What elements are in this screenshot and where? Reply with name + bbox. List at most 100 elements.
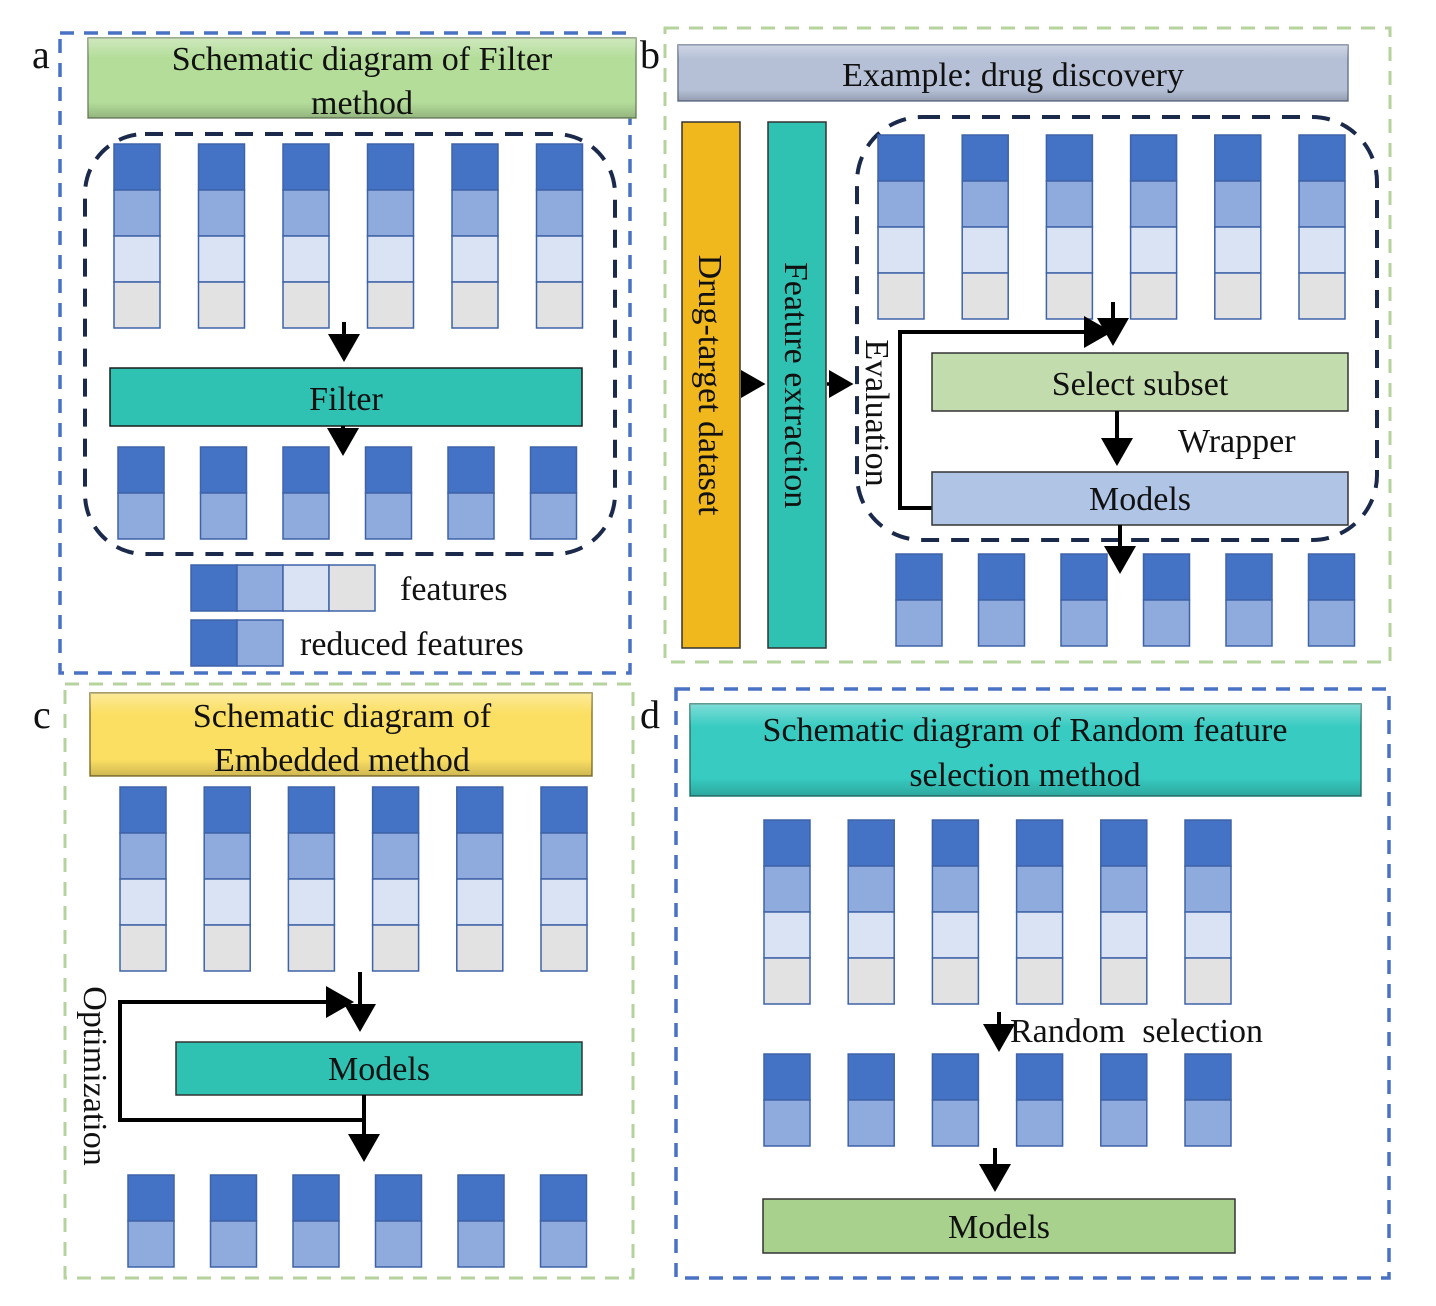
feature-cell-2 xyxy=(961,180,1009,228)
panel-b-reduced-columns xyxy=(895,553,1356,647)
feature-cell-1 xyxy=(1307,553,1356,601)
feature-cell-4 xyxy=(456,924,504,972)
legend-cell-2 xyxy=(236,619,284,667)
feature-cell-3 xyxy=(931,911,980,959)
feature-cell-4 xyxy=(1184,957,1232,1005)
wrapper-label: Wrapper xyxy=(1178,423,1296,460)
legend-cell-1 xyxy=(190,619,238,667)
panel-b-feature-columns xyxy=(877,134,1346,320)
feature-column xyxy=(1100,819,1148,1005)
legend-reduced-swatch xyxy=(190,619,284,667)
evaluation-loop-line xyxy=(898,316,1112,510)
feature-cell-1 xyxy=(763,1053,811,1101)
feature-cell-2 xyxy=(1214,180,1262,228)
feature-cell-3 xyxy=(763,911,811,959)
feature-column xyxy=(287,786,336,972)
feature-cell-2 xyxy=(931,865,980,913)
filter-label: Filter xyxy=(309,381,383,418)
feature-column xyxy=(877,134,925,320)
feature-cell-2 xyxy=(763,1099,811,1147)
feature-column xyxy=(364,446,413,540)
legend-cell-4 xyxy=(328,564,376,612)
feature-cell-2 xyxy=(282,492,330,540)
feature-column xyxy=(117,446,165,540)
feature-cell-1 xyxy=(366,143,415,191)
feature-cell-1 xyxy=(209,1174,258,1222)
feature-cell-1 xyxy=(877,134,925,182)
feature-cell-2 xyxy=(847,1099,895,1147)
feature-cell-2 xyxy=(931,1099,980,1147)
feature-cell-3 xyxy=(1298,226,1346,274)
feature-cell-1 xyxy=(457,1174,505,1222)
feature-cell-1 xyxy=(763,819,811,867)
feature-cell-3 xyxy=(287,878,336,926)
feature-cell-1 xyxy=(535,143,584,191)
feature-cell-1 xyxy=(1298,134,1346,182)
feature-column xyxy=(282,143,330,329)
feature-column xyxy=(1214,134,1262,320)
optimization-loop-line xyxy=(118,986,362,1122)
feature-cell-4 xyxy=(535,281,584,329)
feature-column xyxy=(539,1174,588,1268)
feature-column xyxy=(1142,553,1191,647)
legend-cell-3 xyxy=(282,564,330,612)
panel-d: d xyxy=(640,687,1391,1280)
feature-column xyxy=(1060,553,1108,647)
feature-cell-3 xyxy=(366,235,415,283)
panel-c-title-box: Schematic diagram of Embedded method xyxy=(89,692,593,779)
feature-cell-1 xyxy=(1214,134,1262,182)
panel-a-reduced-columns xyxy=(117,446,578,540)
feature-cell-1 xyxy=(447,446,495,494)
feature-column xyxy=(529,446,578,540)
feature-cell-4 xyxy=(282,281,330,329)
feature-column xyxy=(292,1174,340,1268)
legend-features-label: features xyxy=(400,571,508,608)
feature-cell-2 xyxy=(447,492,495,540)
feature-cell-1 xyxy=(961,134,1009,182)
feature-cell-2 xyxy=(451,189,499,237)
feature-cell-2 xyxy=(127,1220,175,1268)
feature-cell-2 xyxy=(209,1220,258,1268)
legend-cell-1 xyxy=(190,564,238,612)
feature-cell-4 xyxy=(203,924,251,972)
models-box-b: Models xyxy=(931,471,1349,526)
panel-d-frame xyxy=(674,687,1391,1280)
feature-cell-3 xyxy=(456,878,504,926)
feature-cell-2 xyxy=(456,832,504,880)
feature-cell-1 xyxy=(1060,553,1108,601)
feature-cell-1 xyxy=(113,143,161,191)
feature-cell-2 xyxy=(457,1220,505,1268)
feature-column xyxy=(763,819,811,1005)
feature-cell-4 xyxy=(1100,957,1148,1005)
feature-cell-1 xyxy=(364,446,413,494)
feature-cell-2 xyxy=(1225,599,1273,647)
title-c-line-2: Embedded method xyxy=(214,742,470,779)
feature-column xyxy=(282,446,330,540)
feature-column xyxy=(540,786,588,972)
panel-a-letter: a xyxy=(32,32,50,77)
feature-cell-1 xyxy=(977,553,1026,601)
feature-cell-1 xyxy=(1184,1053,1232,1101)
feature-cell-2 xyxy=(371,832,420,880)
feature-cell-2 xyxy=(1100,1099,1148,1147)
feature-column xyxy=(1045,134,1094,320)
models-d-rect xyxy=(762,1198,1236,1254)
title-c-line-1: Schematic diagram of xyxy=(193,698,492,735)
feature-column xyxy=(1307,553,1356,647)
models-c-rect xyxy=(175,1041,583,1096)
title-a-line-1: Schematic diagram of Filter xyxy=(172,41,553,78)
feature-cell-1 xyxy=(1129,134,1178,182)
panel-b-inner-dashed-region xyxy=(855,115,1379,542)
feature-cell-3 xyxy=(535,235,584,283)
feature-column xyxy=(127,1174,175,1268)
feature-cell-4 xyxy=(366,281,415,329)
models-b-label: Models xyxy=(1089,481,1191,518)
feature-cell-1 xyxy=(539,1174,588,1222)
feature-column xyxy=(203,786,251,972)
feature-cell-3 xyxy=(847,911,895,959)
select-subset-rect xyxy=(931,352,1349,412)
panel-d-letter: d xyxy=(640,692,660,737)
feature-cell-1 xyxy=(374,1174,423,1222)
feature-column xyxy=(374,1174,423,1268)
